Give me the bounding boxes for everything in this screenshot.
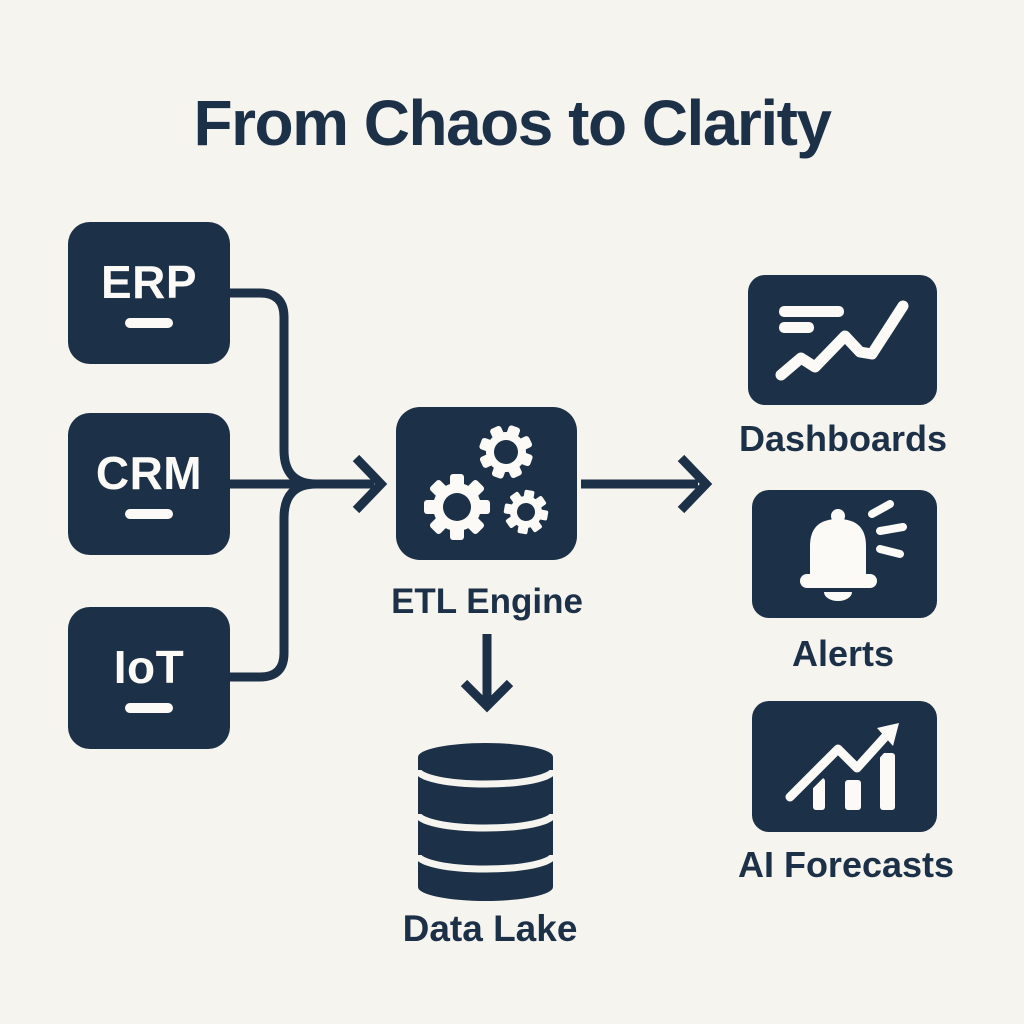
gear-small (503, 489, 549, 535)
source-box-iot: IoT (68, 607, 230, 749)
source-box-crm: CRM (68, 413, 230, 555)
database-icon (414, 743, 557, 901)
line-chart-icon (775, 300, 909, 381)
arrowhead-into-datalake (460, 679, 514, 713)
bell-ring-dashes (868, 500, 907, 558)
ai-forecasts-label: AI Forecasts (737, 844, 955, 885)
gears-icon (424, 425, 549, 540)
bell-icon (800, 500, 907, 601)
arrowhead-into-etl (352, 454, 388, 514)
underline-bar (125, 702, 173, 713)
gear-medium (479, 425, 533, 479)
source-box-erp: ERP (68, 222, 230, 364)
dashboards-box (748, 275, 937, 405)
etl-engine-label: ETL Engine (391, 582, 583, 621)
source-label-iot: IoT (113, 640, 185, 693)
alerts-label: Alerts (791, 633, 895, 674)
arrowhead-into-outputs (677, 454, 713, 514)
source-label-crm: CRM (95, 446, 203, 499)
gear-large (424, 474, 490, 540)
underline-bar (125, 317, 173, 328)
source-label-erp: ERP (100, 255, 198, 308)
page-title: From Chaos to Clarity (193, 87, 832, 159)
ai-forecasts-box (752, 701, 937, 832)
trending-bars-icon (780, 723, 899, 810)
connector-erp-to-junction (230, 288, 317, 489)
connector-iot-to-junction (230, 479, 317, 682)
alerts-box (752, 490, 937, 618)
dashboards-label: Dashboards (738, 418, 948, 459)
data-lake-label: Data Lake (402, 908, 578, 949)
underline-bar (125, 508, 173, 519)
etl-engine-box (396, 407, 577, 560)
